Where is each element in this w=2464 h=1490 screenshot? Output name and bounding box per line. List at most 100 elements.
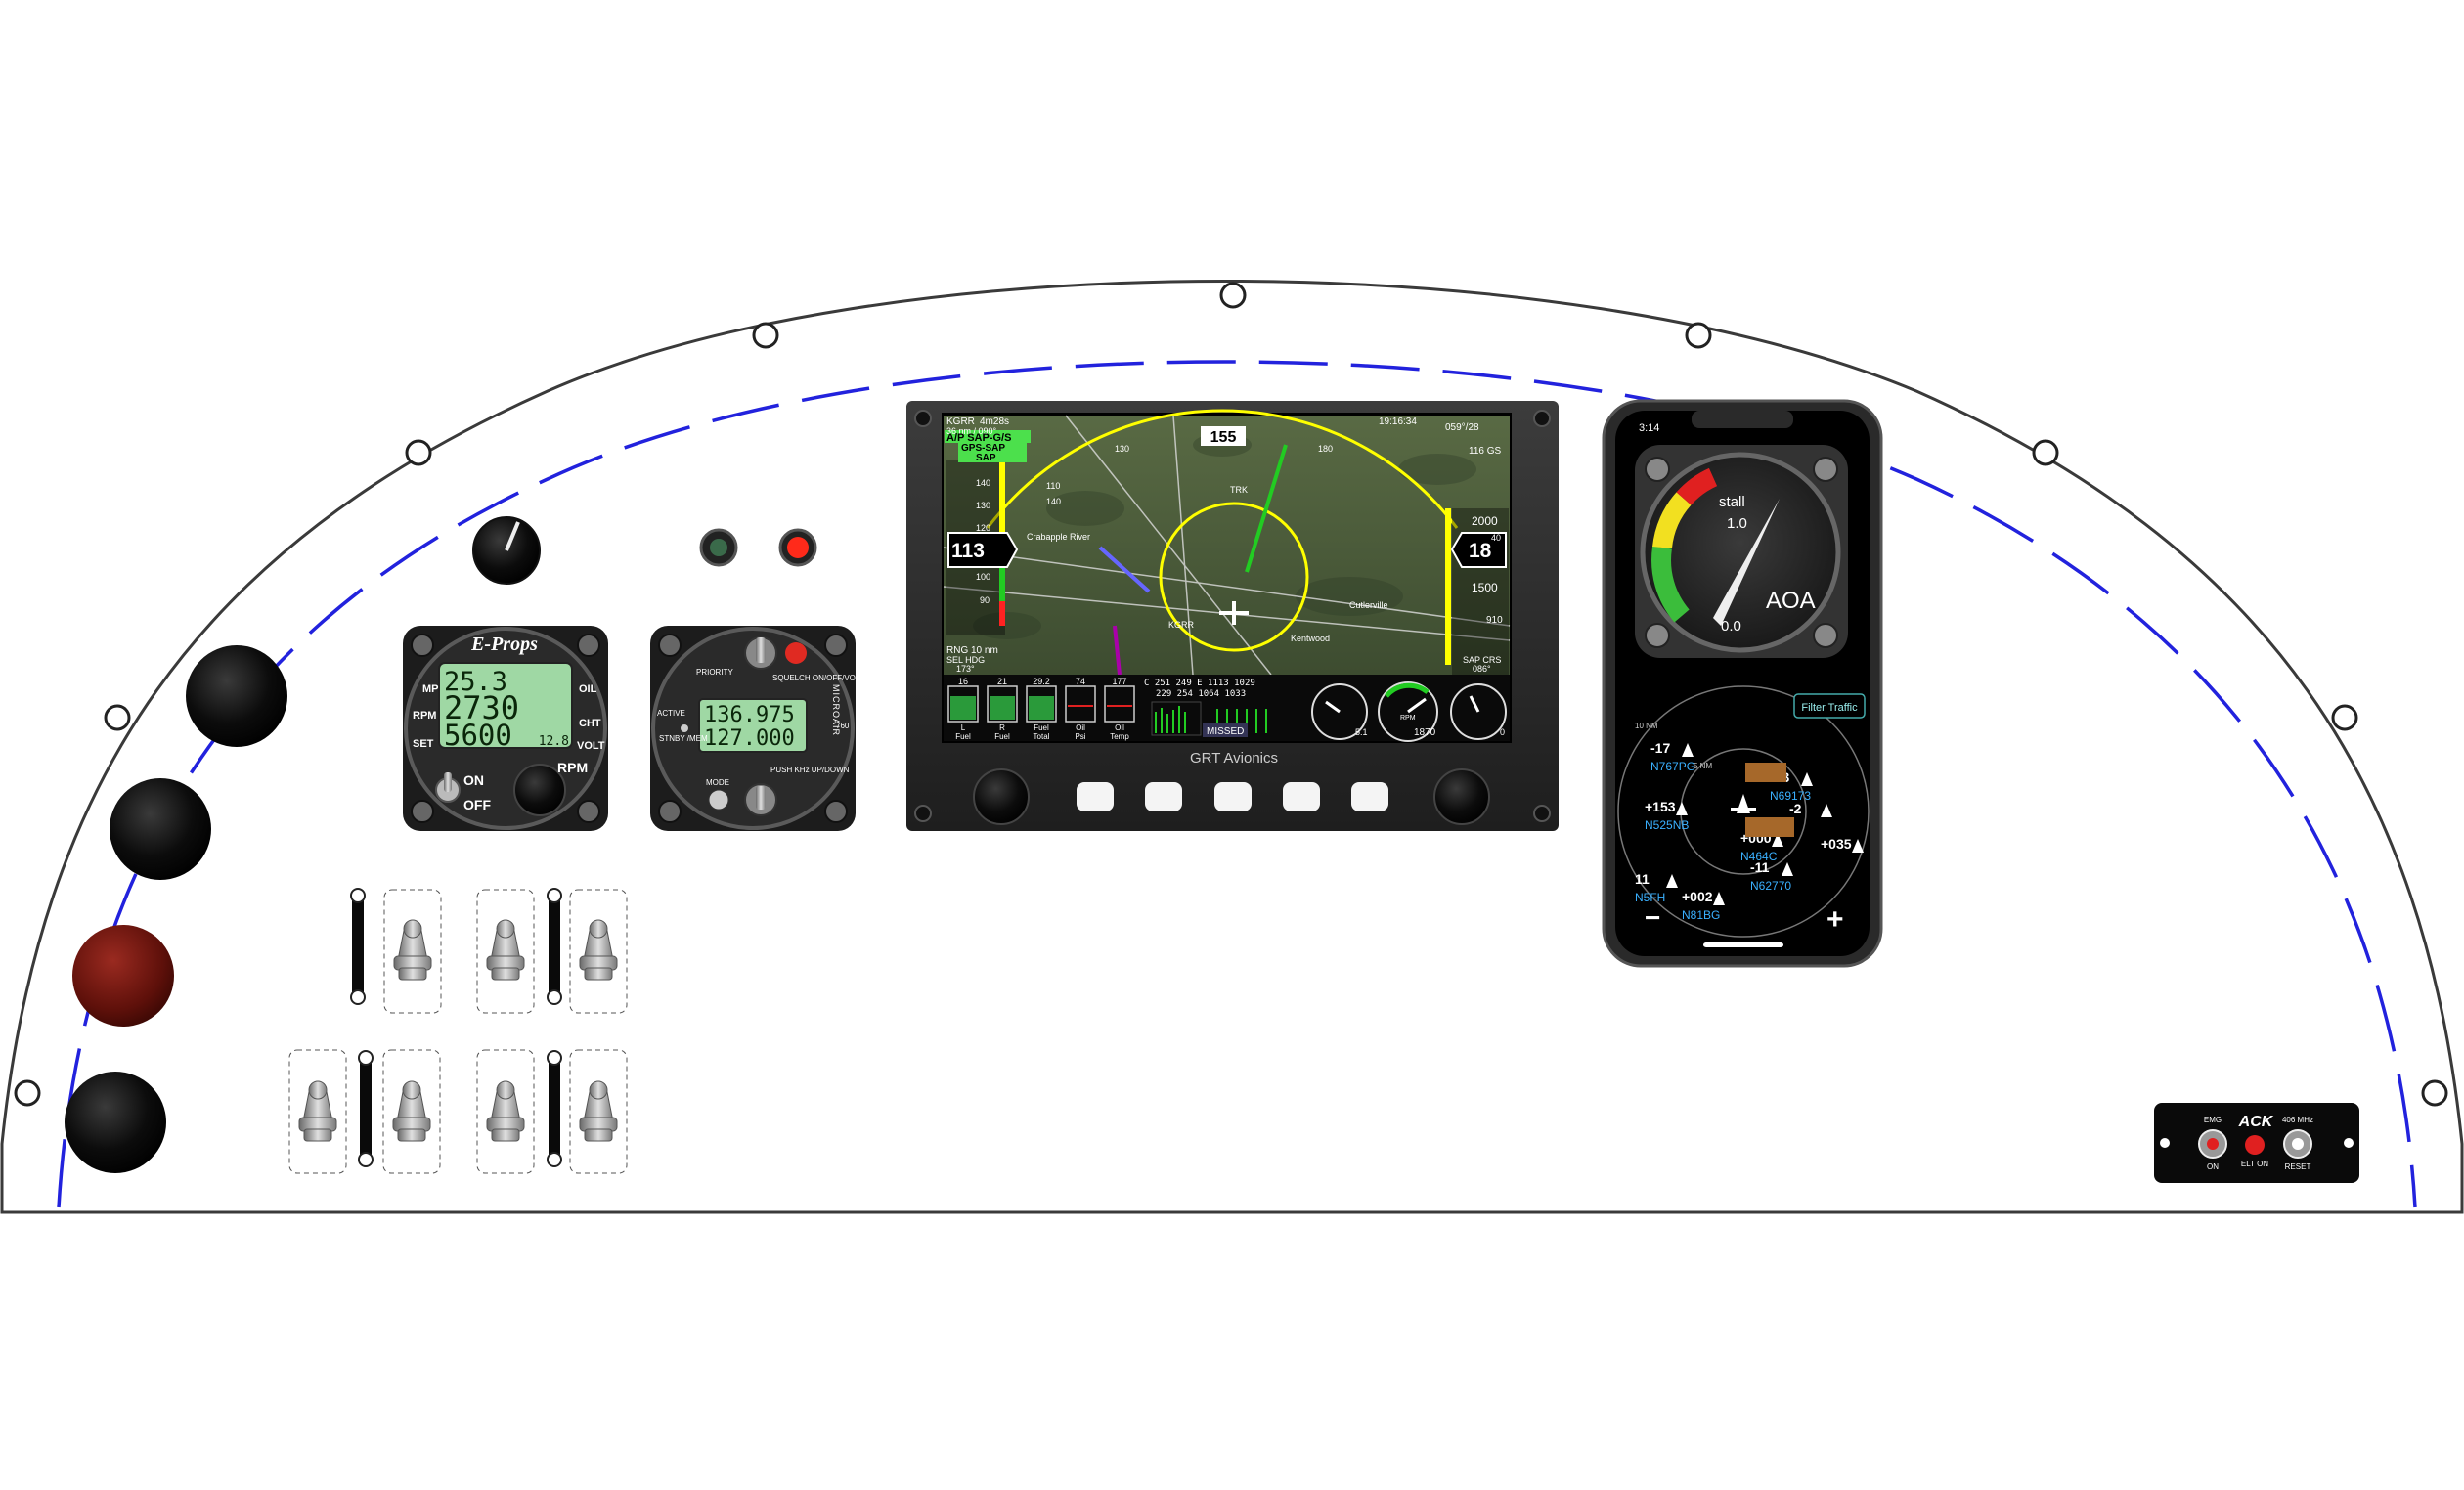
elt-label-elt-on: ELT ON <box>2241 1160 2268 1168</box>
panel-button-1[interactable] <box>186 645 287 747</box>
efis-asi-tick-1: 140 <box>976 478 990 488</box>
traffic-alt: -2 <box>1789 801 1802 816</box>
traffic-id: N5FH <box>1635 891 1665 904</box>
traffic-id: N62770 <box>1750 879 1791 893</box>
traffic-range-outer: 10 NM <box>1635 722 1658 730</box>
radio-model: 760 <box>836 722 850 730</box>
efis-airport: KGRR <box>946 416 975 427</box>
toggle-switch-4[interactable] <box>298 1080 337 1142</box>
efis-asi-tick-2: 130 <box>976 501 990 510</box>
efis-alt-tick-2: 40 <box>1491 533 1501 543</box>
efis-bar-label: R <box>999 723 1005 732</box>
efis-bar-label: Fuel <box>1034 723 1049 732</box>
radio-priority-button[interactable] <box>785 642 807 664</box>
traffic-target[interactable]: -2 <box>1789 801 1832 817</box>
aoa-stall-label: stall <box>1719 494 1745 510</box>
efis-bar-label: Fuel <box>955 732 971 741</box>
elt-reset-switch[interactable] <box>2283 1129 2312 1159</box>
radio-mode-button[interactable] <box>708 789 729 811</box>
elt-brand: ACK <box>2238 1114 2274 1130</box>
filter-traffic-button[interactable] <box>1793 693 1866 719</box>
efis-rng: RNG 10 nm <box>946 645 998 656</box>
efis-bar-label: L <box>961 723 966 732</box>
toggle-switch-3[interactable] <box>579 919 618 981</box>
efis-bar-label: Fuel <box>994 732 1010 741</box>
efis-bar-label: Oil <box>1076 723 1085 732</box>
radio-freq-knob[interactable] <box>744 783 777 816</box>
phone-device: -17N767PG+153N525NB-13N69173-2+000N464C-… <box>1602 399 1883 968</box>
efis-softkey-2[interactable] <box>1145 782 1182 811</box>
aoa-needle <box>1713 499 1780 626</box>
elt-label-emg: EMG <box>2204 1116 2222 1124</box>
efis-bar-value: 74 <box>1076 677 1085 686</box>
traffic-alt: -17 <box>1650 740 1670 756</box>
traffic-id: N69173 <box>1770 789 1811 803</box>
radio-squelch-knob[interactable] <box>744 636 777 670</box>
panel-button-2[interactable] <box>110 778 211 880</box>
eprops-power-switch[interactable] <box>435 772 461 803</box>
efis-brand: GRT Avionics <box>1190 750 1278 767</box>
efis-sel-hdg: 173° <box>956 664 975 674</box>
aoa-value-high: 1.0 <box>1727 515 1747 532</box>
dimmer-knob[interactable] <box>472 516 541 585</box>
efis-softkey-4[interactable] <box>1283 782 1320 811</box>
efis-sel-hdg-label: SEL HDG <box>946 655 985 665</box>
efis-bar-label: Oil <box>1115 723 1124 732</box>
efis-missed: MISSED <box>1207 726 1244 737</box>
eprops-lcd-line1: 25.3 <box>444 667 507 697</box>
radio-standby-freq: 127.000 <box>704 726 795 751</box>
phone-home-bar <box>1703 942 1783 947</box>
radio-active-button[interactable] <box>681 724 688 732</box>
switch-group-1 <box>350 888 442 1014</box>
traffic-alt: +035 <box>1821 836 1852 852</box>
efis-left-knob[interactable] <box>973 768 1030 825</box>
indicator-light-red <box>778 528 817 567</box>
efis-softkey-3[interactable] <box>1214 782 1252 811</box>
mounting-holes <box>14 282 2448 1107</box>
toggle-switch-5[interactable] <box>392 1080 431 1142</box>
elt-on-switch[interactable] <box>2198 1129 2227 1159</box>
efis-softkey-1[interactable] <box>1077 782 1114 811</box>
phone-time: 3:14 <box>1639 422 1659 434</box>
efis-softkey-5[interactable] <box>1351 782 1388 811</box>
efis-gauge-right-val: 0 <box>1500 727 1505 737</box>
traffic-alt: 11 <box>1635 871 1650 887</box>
eprops-label-on: ON <box>463 772 484 788</box>
toggle-switch-2[interactable] <box>486 919 525 981</box>
efis-bar-value: 16 <box>958 677 968 686</box>
eprops-instrument <box>403 626 608 831</box>
traffic-zoom-out[interactable]: − <box>1645 902 1660 933</box>
ownship-icon <box>1731 794 1756 813</box>
radio-label-active: ACTIVE <box>657 709 685 718</box>
traffic-target[interactable]: +035 <box>1821 836 1864 853</box>
efis-bar-value: 21 <box>997 677 1007 686</box>
toggle-switch-7[interactable] <box>579 1080 618 1142</box>
efis-clock: 19:16:34 <box>1379 416 1417 427</box>
efis-right-knob[interactable] <box>1433 768 1490 825</box>
efis-heading[interactable]: 155 <box>1210 429 1237 446</box>
eprops-knob[interactable] <box>513 764 566 816</box>
radio-label-squelch: SQUELCH ON/OFF/VOL <box>772 674 860 682</box>
traffic-alt: +153 <box>1645 799 1676 814</box>
panel-button-red[interactable] <box>72 925 174 1027</box>
traffic-range-inner: 5 NM <box>1694 762 1712 770</box>
panel-button-3[interactable] <box>65 1072 166 1173</box>
radio-label-priority: PRIORITY <box>696 668 733 677</box>
eprops-label-oil: OIL <box>579 683 597 695</box>
traffic-zoom-in[interactable]: + <box>1826 903 1844 936</box>
filter-traffic-label[interactable]: Filter Traffic <box>1801 702 1858 714</box>
eprops-lcd-small: 12.8 <box>539 734 569 749</box>
efis-baro: 910 <box>1486 615 1503 626</box>
efis-egt-line2: 229 254 1064 1033 <box>1156 689 1246 699</box>
toggle-switch-6[interactable] <box>486 1080 525 1142</box>
efis-bar-label: Psi <box>1075 732 1085 741</box>
toggle-switch-1[interactable] <box>393 919 432 981</box>
efis-bar-value: 177 <box>1112 677 1126 686</box>
efis-track: 059°/28 <box>1445 422 1479 433</box>
efis-ap-mode: A/P SAP-G/S <box>946 432 1011 444</box>
